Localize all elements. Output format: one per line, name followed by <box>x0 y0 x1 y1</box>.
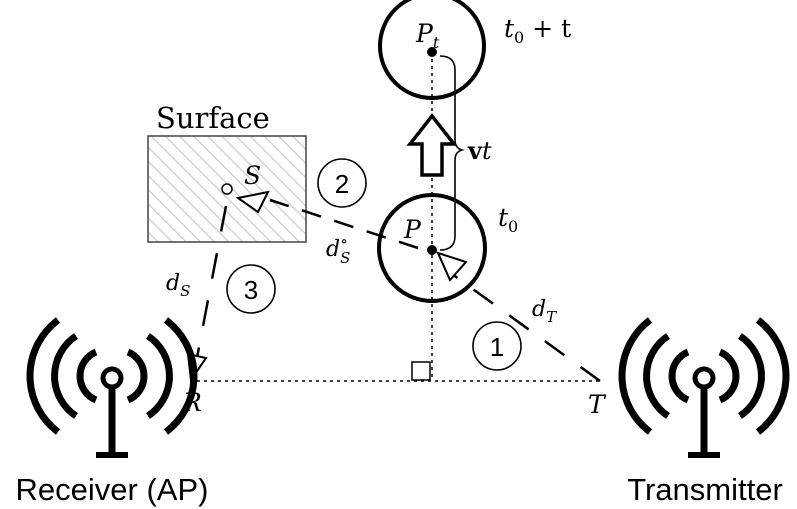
velocity-brace <box>439 55 465 251</box>
receiver-label: Receiver (AP) <box>16 472 209 507</box>
path-marker-2-label: 2 <box>335 169 349 199</box>
surface-label: Surface <box>156 101 270 135</box>
point-s-label: S <box>244 161 261 190</box>
receiver-antenna-icon <box>26 317 198 458</box>
path-marker-1-label: 1 <box>490 332 504 362</box>
path-marker-2: 2 <box>317 158 367 208</box>
arrowheads <box>186 190 468 383</box>
arrowhead-at-s <box>235 190 270 214</box>
path-marker-1: 1 <box>472 321 522 371</box>
point-p-dot <box>427 245 437 255</box>
geometry-lines <box>190 52 600 382</box>
point-s-marker <box>221 183 233 195</box>
point-pt-dot <box>427 47 437 57</box>
velocity-label: vt <box>467 136 492 165</box>
target-at-p: P <box>377 193 487 303</box>
time-t0-label: t0 <box>498 203 518 236</box>
motion-arrow <box>406 113 458 177</box>
surface-region: Surface <box>147 101 307 243</box>
time-t0t-label: t0 + t <box>504 14 571 47</box>
path-dt <box>451 272 601 383</box>
target-circle-p <box>377 193 487 303</box>
transmitter-antenna-icon <box>618 317 790 458</box>
right-angle-marker <box>411 361 431 381</box>
arrowhead-at-p <box>436 251 468 282</box>
path-marker-3: 3 <box>226 264 276 314</box>
dist-dso-label: dS∘ <box>326 232 350 267</box>
target-at-pt: Pt <box>378 0 486 100</box>
transmitter-label: Transmitter <box>627 472 783 507</box>
target-circle-pt <box>378 0 486 100</box>
point-t-label: T <box>588 390 607 419</box>
point-pt-subscript: t <box>433 33 440 52</box>
dist-dt-label: dT <box>532 297 557 326</box>
path-dso <box>269 198 419 250</box>
point-p-label: P <box>403 215 422 244</box>
point-pt-label: Pt <box>415 19 440 52</box>
dist-ds-label: dS <box>166 271 190 300</box>
path-marker-3-label: 3 <box>244 275 258 305</box>
signal-paths <box>193 198 601 383</box>
